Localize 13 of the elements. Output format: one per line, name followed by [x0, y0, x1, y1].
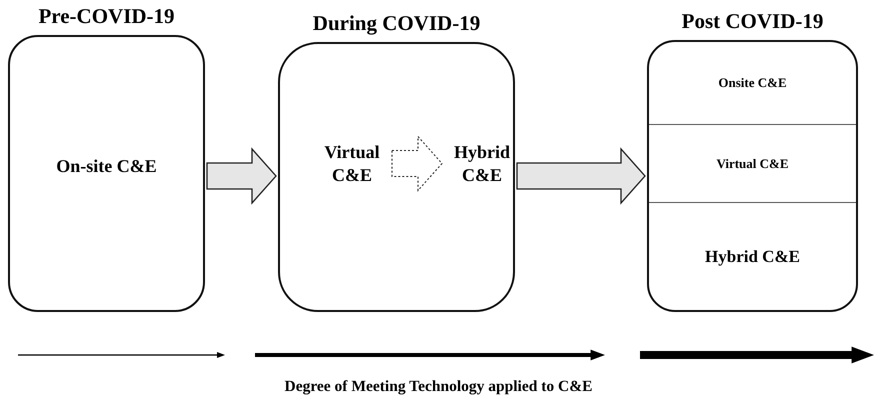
band-label: Onsite C&E [718, 75, 787, 91]
box-label: On-site C&E [56, 156, 157, 176]
heading: During COVID-19 [312, 11, 480, 35]
block-arrow [392, 135, 443, 192]
block-arrow [516, 147, 646, 205]
text-label: Hybrid C&E [444, 141, 520, 186]
block-arrow [206, 147, 277, 205]
band-label: Virtual C&E [716, 156, 789, 172]
text-label: Virtual C&E [314, 141, 390, 186]
axis-caption: Degree of Meeting Technology applied to C&E [284, 378, 592, 395]
heading: Pre-COVID-19 [38, 4, 175, 28]
band-label: Hybrid C&E [705, 246, 800, 266]
heading: Post COVID-19 [682, 9, 824, 33]
